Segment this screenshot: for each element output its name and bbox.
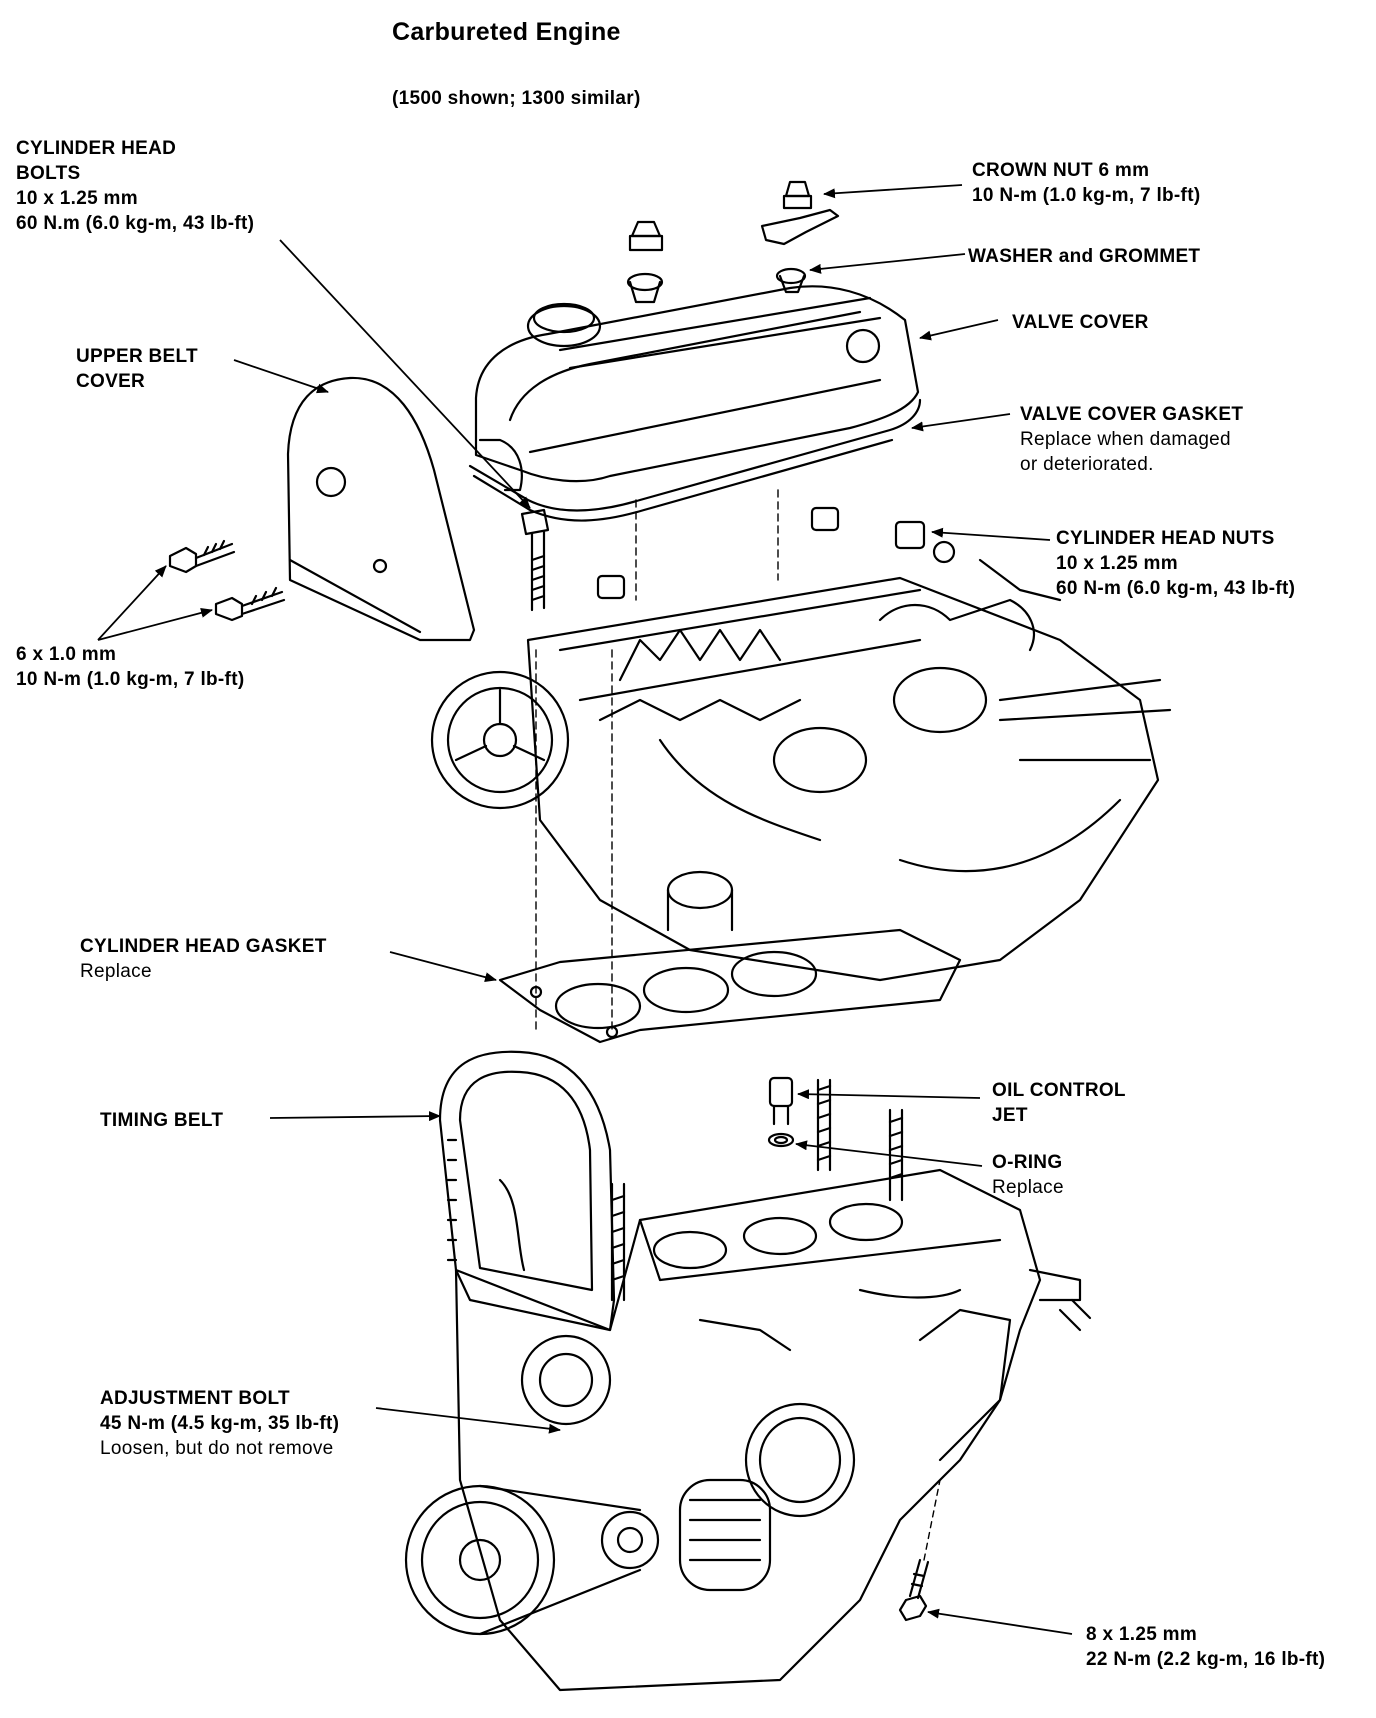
label-line: CYLINDER HEAD GASKET: [80, 936, 327, 957]
leader-o-ring: [795, 1140, 983, 1167]
label-line: 10 N-m (1.0 kg-m, 7 lb-ft): [972, 185, 1201, 206]
label-line: CYLINDER HEAD: [16, 138, 177, 159]
label-valve-cover-gasket: VALVE COVER GASKET Replace when damaged …: [1020, 402, 1243, 477]
leader-cyl-head-gasket: [389, 951, 497, 983]
label-line: WASHER and GROMMET: [968, 246, 1201, 267]
leader-valve-cover: [919, 319, 999, 341]
label-line: BOLTS: [16, 163, 81, 184]
label-line: VALVE COVER: [1012, 312, 1149, 333]
leader-valve-cover-gasket: [911, 413, 1011, 432]
leader-upper-belt-cover: [233, 359, 329, 394]
crown-nut-part: [760, 180, 840, 294]
page-subtitle: (1500 shown; 1300 similar): [392, 88, 641, 109]
label-adjustment-bolt: ADJUSTMENT BOLT 45 N-m (4.5 kg-m, 35 lb-…: [100, 1386, 339, 1461]
upper-belt-cover-part: [286, 376, 476, 642]
label-o-ring: O-RING Replace: [992, 1150, 1064, 1200]
label-oil-control-jet: OIL CONTROL JET: [992, 1078, 1126, 1128]
label-line: VALVE COVER GASKET: [1020, 404, 1244, 425]
alignment-lines: [535, 489, 779, 1031]
label-line: COVER: [76, 371, 146, 392]
leader-crown-nut: [823, 184, 963, 199]
label-line: Replace: [992, 1177, 1064, 1198]
label-washer-grommet: WASHER and GROMMET: [968, 244, 1200, 269]
upper-cover-bolts: [168, 539, 286, 622]
label-line: O-RING: [992, 1152, 1063, 1173]
label-bolt-6mm: 6 x 1.0 mm 10 N-m (1.0 kg-m, 7 lb-ft): [16, 642, 244, 692]
leader-adjustment-bolt: [375, 1407, 561, 1434]
label-upper-belt-cover: UPPER BELT COVER: [76, 344, 198, 394]
timing-belt-part: [438, 1050, 616, 1332]
label-line: ADJUSTMENT BOLT: [100, 1388, 290, 1409]
leader-timing-belt: [269, 1111, 441, 1122]
label-line: CROWN NUT 6 mm: [972, 160, 1150, 181]
label-line: 22 N-m (2.2 kg-m, 16 lb-ft): [1086, 1649, 1326, 1670]
label-line: CYLINDER HEAD NUTS: [1056, 528, 1275, 549]
label-timing-belt: TIMING BELT: [100, 1108, 223, 1133]
label-line: Loosen, but do not remove: [100, 1438, 334, 1459]
label-line: or deteriorated.: [1020, 454, 1154, 475]
label-line: 8 x 1.25 mm: [1086, 1624, 1198, 1645]
cylinder-head-bolt-part: [520, 508, 550, 612]
page-title: Carbureted Engine: [392, 18, 621, 46]
engine-block-part: [404, 1168, 1092, 1692]
bolt-8mm-part: [898, 1479, 941, 1622]
label-line: Replace: [80, 961, 152, 982]
left-cap-nut-part: [626, 220, 664, 304]
leader-6mm-b: [97, 607, 213, 641]
cylinder-head-nuts-part: [596, 506, 956, 600]
label-bolt-8mm: 8 x 1.25 mm 22 N-m (2.2 kg-m, 16 lb-ft): [1086, 1622, 1325, 1672]
label-line: OIL CONTROL: [992, 1080, 1126, 1101]
label-cylinder-head-bolts: CYLINDER HEAD BOLTS 10 x 1.25 mm 60 N.m …: [16, 136, 254, 236]
label-line: Replace when damaged: [1020, 429, 1231, 450]
label-line: TIMING BELT: [100, 1110, 224, 1131]
leader-cyl-head-nuts: [931, 527, 1051, 541]
leader-cyl-head-bolts: [279, 239, 531, 509]
cylinder-head-gasket-part: [498, 928, 962, 1044]
label-crown-nut: CROWN NUT 6 mm 10 N-m (1.0 kg-m, 7 lb-ft…: [972, 158, 1200, 208]
cylinder-head-part: [430, 558, 1172, 982]
label-valve-cover: VALVE COVER: [1012, 310, 1149, 335]
label-line: 60 N-m (6.0 kg-m, 43 lb-ft): [1056, 578, 1296, 599]
label-cylinder-head-gasket: CYLINDER HEAD GASKET Replace: [80, 934, 327, 984]
label-line: 10 x 1.25 mm: [1056, 553, 1178, 574]
label-line: 6 x 1.0 mm: [16, 644, 117, 665]
label-line: 10 N-m (1.0 kg-m, 7 lb-ft): [16, 669, 245, 690]
leader-6mm-a: [97, 565, 167, 641]
label-line: 60 N.m (6.0 kg-m, 43 lb-ft): [16, 213, 255, 234]
leader-washer: [809, 253, 966, 274]
valve-cover-part: [474, 285, 920, 492]
oil-control-jet-part: [767, 1076, 795, 1148]
label-line: JET: [992, 1105, 1028, 1126]
label-line: 45 N-m (4.5 kg-m, 35 lb-ft): [100, 1413, 340, 1434]
leader-8mm: [927, 1608, 1073, 1635]
leader-oil-control-jet: [797, 1089, 981, 1100]
label-cylinder-head-nuts: CYLINDER HEAD NUTS 10 x 1.25 mm 60 N-m (…: [1056, 526, 1295, 601]
label-line: UPPER BELT: [76, 346, 198, 367]
label-line: 10 x 1.25 mm: [16, 188, 138, 209]
